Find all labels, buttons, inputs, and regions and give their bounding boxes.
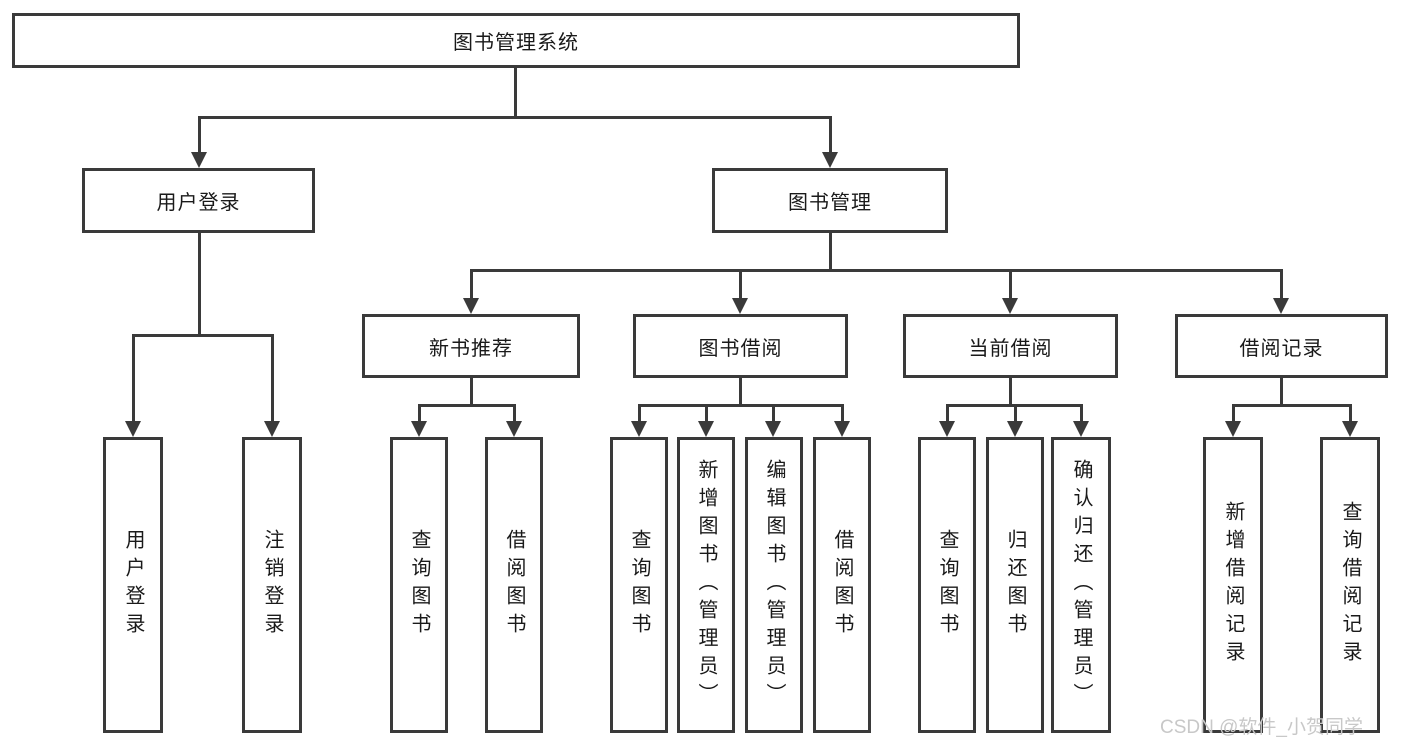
connector-line: [1280, 378, 1283, 407]
connector-line: [1232, 404, 1235, 424]
node-label: 新书推荐: [429, 337, 513, 360]
node-new-book-recommendation: 新书推荐: [362, 314, 580, 378]
node-label: 注销登录: [261, 529, 283, 641]
arrow-down-icon: [822, 152, 838, 168]
node-label: 新增图书（管理员）: [695, 459, 717, 711]
node-user-login: 用户登录: [82, 168, 315, 233]
node-label: 查询图书: [628, 529, 650, 641]
arrow-down-icon: [1073, 421, 1089, 437]
connector-line: [1280, 269, 1283, 301]
node-current-borrowing: 当前借阅: [903, 314, 1118, 378]
connector-line: [1014, 404, 1017, 424]
leaf-borrow-books: 借阅图书: [813, 437, 871, 733]
arrow-down-icon: [631, 421, 647, 437]
connector-line: [638, 404, 844, 407]
connector-line: [1080, 404, 1083, 424]
node-label: 借阅图书: [503, 529, 525, 641]
connector-line: [739, 378, 742, 407]
leaf-return-books: 归还图书: [986, 437, 1044, 733]
node-label: 用户登录: [122, 529, 144, 641]
leaf-query-books-current: 查询图书: [918, 437, 976, 733]
leaf-query-books-recommend: 查询图书: [390, 437, 448, 733]
node-borrowing-records: 借阅记录: [1175, 314, 1388, 378]
csdn-watermark: CSDN @软件_小贺同学: [1160, 717, 1363, 738]
arrow-down-icon: [1225, 421, 1241, 437]
connector-line: [946, 404, 949, 424]
connector-line: [418, 404, 421, 424]
connector-line: [829, 116, 832, 154]
node-label: 用户登录: [156, 192, 241, 214]
connector-line: [1009, 269, 1012, 301]
node-label: 查询借阅记录: [1339, 501, 1361, 669]
node-label: 图书管理: [788, 192, 872, 214]
connector-line: [772, 404, 775, 424]
connector-line: [514, 68, 517, 118]
leaf-query-borrow-record: 查询借阅记录: [1320, 437, 1380, 733]
arrow-down-icon: [1273, 298, 1289, 314]
connector-line: [470, 269, 1283, 272]
node-label: 查询图书: [936, 529, 958, 641]
leaf-user-login: 用户登录: [103, 437, 163, 733]
node-label: 查询图书: [408, 529, 430, 641]
node-label: 借阅记录: [1239, 337, 1324, 360]
leaf-add-borrow-record: 新增借阅记录: [1203, 437, 1263, 733]
arrow-down-icon: [191, 152, 207, 168]
leaf-borrow-books-recommend: 借阅图书: [485, 437, 543, 733]
connector-line: [513, 404, 516, 424]
connector-line: [470, 378, 473, 407]
connector-line: [1349, 404, 1352, 424]
node-label: 新增借阅记录: [1222, 501, 1244, 669]
connector-line: [132, 334, 273, 337]
node-label: 编辑图书（管理员）: [763, 459, 785, 711]
leaf-edit-books-admin: 编辑图书（管理员）: [745, 437, 803, 733]
connector-line: [132, 334, 135, 424]
arrow-down-icon: [463, 298, 479, 314]
arrow-down-icon: [264, 421, 280, 437]
arrow-down-icon: [411, 421, 427, 437]
arrow-down-icon: [1002, 298, 1018, 314]
arrow-down-icon: [125, 421, 141, 437]
node-book-borrowing: 图书借阅: [633, 314, 848, 378]
leaf-confirm-return-admin: 确认归还（管理员）: [1051, 437, 1111, 733]
node-label: 归还图书: [1004, 529, 1026, 641]
leaf-query-books-borrowing: 查询图书: [610, 437, 668, 733]
connector-line: [198, 116, 201, 154]
arrow-down-icon: [506, 421, 522, 437]
arrow-down-icon: [732, 298, 748, 314]
node-library-management-system: 图书管理系统: [12, 13, 1020, 68]
leaf-logout: 注销登录: [242, 437, 302, 733]
connector-line: [1232, 404, 1352, 407]
connector-line: [705, 404, 708, 424]
node-label: 图书借阅: [698, 337, 783, 360]
leaf-add-books-admin: 新增图书（管理员）: [677, 437, 735, 733]
connector-line: [638, 404, 641, 424]
arrow-down-icon: [1342, 421, 1358, 437]
connector-line: [418, 404, 516, 407]
connector-line: [198, 233, 201, 337]
connector-line: [470, 269, 473, 301]
node-label: 确认归还（管理员）: [1070, 459, 1092, 711]
arrow-down-icon: [698, 421, 714, 437]
node-label: 借阅图书: [831, 529, 853, 641]
arrow-down-icon: [765, 421, 781, 437]
connector-line: [829, 233, 832, 271]
connector-line: [1009, 378, 1012, 407]
arrow-down-icon: [939, 421, 955, 437]
connector-line: [271, 334, 274, 424]
arrow-down-icon: [1007, 421, 1023, 437]
connector-line: [198, 116, 832, 119]
node-book-management: 图书管理: [712, 168, 948, 233]
node-label: 图书管理系统: [453, 32, 579, 54]
arrow-down-icon: [834, 421, 850, 437]
node-label: 当前借阅: [968, 337, 1053, 360]
connector-line: [841, 404, 844, 424]
connector-line: [739, 269, 742, 301]
